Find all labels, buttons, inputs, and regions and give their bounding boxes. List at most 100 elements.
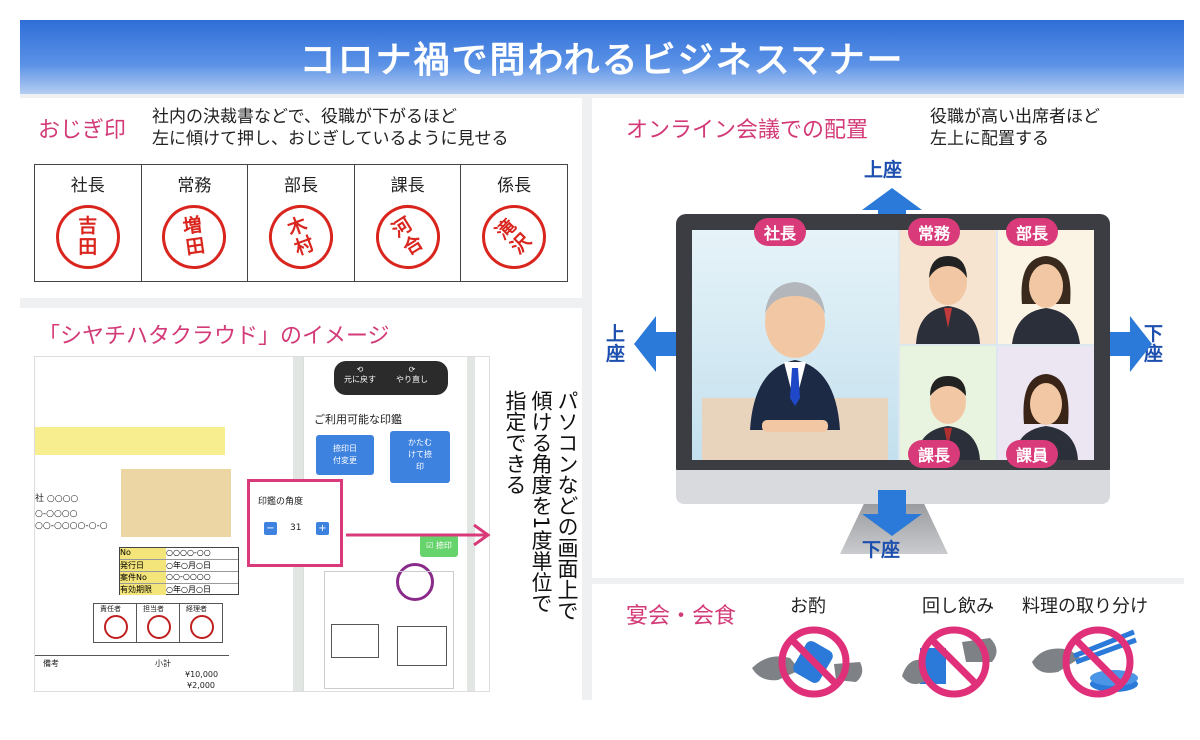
- side-scrollbar[interactable]: [467, 357, 475, 691]
- title-banner: コロナ禍で問われるビジネスマナー: [20, 20, 1184, 94]
- banquet-item: 料理の取り分け: [1022, 596, 1148, 617]
- seat-char: 上: [606, 323, 626, 345]
- seal-stamp: 滝沢: [468, 191, 560, 283]
- amount: ¥10,000: [185, 670, 219, 679]
- angle-label: 印鑑の角度: [258, 497, 304, 507]
- label-president: 社長: [754, 218, 807, 246]
- preview-box: [397, 626, 447, 666]
- ojigi-desc-line1: 社内の決裁書などで、役職が下がるほど: [152, 107, 457, 127]
- stamp-preview: [396, 563, 434, 601]
- seat-char: 座: [1144, 343, 1164, 365]
- shachihata-panel: 「シヤチハタクラウド」のイメージ 社 ○○○○ ○-○○○○ ○○-○○○○-○…: [20, 308, 582, 700]
- doc-table-label: 案件No: [120, 572, 166, 583]
- meeting-desc-line1: 役職が高い出席者ほど: [930, 107, 1100, 127]
- president-figure: [702, 282, 888, 460]
- app-screenshot: 社 ○○○○ ○-○○○○ ○○-○○○○-○-○ No○○○○-○○ 発行日○…: [34, 356, 490, 692]
- btn-line: かたむ: [408, 438, 432, 447]
- arrow-up-icon: [862, 188, 922, 234]
- seal-date-button[interactable]: 捺印日付変更: [316, 435, 374, 475]
- vertical-caption-line: 指定できる: [503, 390, 527, 495]
- video-pane-president: [692, 230, 898, 460]
- btn-line: 捺印日: [333, 444, 357, 453]
- label-director: 常務: [908, 218, 961, 246]
- ojigi-panel: おじぎ印 社内の決裁書などで、役職が下がるほど 左に傾けて押し、おじぎしているよ…: [20, 98, 582, 298]
- stamp-role: 課長: [390, 176, 425, 196]
- seat-char: 座: [606, 343, 626, 365]
- redo-button[interactable]: ⟳やり直し: [396, 365, 428, 385]
- stamp-role: 部長: [283, 176, 318, 196]
- monitor: 社長 常務 部長 課長 課員: [676, 214, 1110, 478]
- doc-company: 社 ○○○○: [35, 494, 79, 504]
- doc-table-value: ○年○月○日: [166, 561, 211, 570]
- seal-stamp: 吉田: [55, 205, 120, 269]
- undo-redo-bar: ⟲元に戻す ⟳やり直し: [334, 361, 448, 395]
- seat-top-label: 上座: [864, 159, 903, 181]
- no-pouring-icon: [752, 626, 863, 698]
- doc-line1: ○-○○○○: [35, 509, 78, 519]
- arrow-down-icon: [862, 490, 922, 536]
- amount: ¥2,000: [187, 681, 215, 690]
- stamp-role: 常務: [177, 176, 212, 196]
- redo-label: やり直し: [396, 375, 428, 384]
- arrow-right-icon: [1106, 316, 1152, 372]
- seat-left-label: 上座: [606, 324, 625, 364]
- approver-label: 責任者: [100, 605, 121, 613]
- seat-right-label: 下座: [1144, 324, 1163, 364]
- doc-highlight-bar: [35, 427, 225, 455]
- meeting-desc-line2: 左上に配置する: [930, 129, 1049, 149]
- mini-seal: [104, 615, 128, 639]
- apply-seal-button[interactable]: ☑ 捺印: [420, 535, 458, 557]
- doc-image-placeholder: [121, 469, 231, 537]
- label-staff: 課員: [1006, 440, 1059, 468]
- seal-char: 田: [78, 236, 98, 258]
- undo-button[interactable]: ⟲元に戻す: [344, 365, 376, 385]
- stamp-table: 社長 吉田 常務 増田 部長 木村 課長 河合 係長 滝沢: [34, 164, 568, 283]
- angle-value[interactable]: 31: [290, 523, 302, 533]
- btn-line: 付変更: [333, 456, 357, 465]
- doc-table-value: ○○-○○○○: [166, 572, 211, 581]
- stamp-role: 社長: [70, 176, 105, 196]
- seal-stamp: 増田: [158, 200, 231, 274]
- page-title: コロナ禍で問われるビジネスマナー: [299, 40, 905, 81]
- banquet-item: 回し飲み: [922, 596, 994, 617]
- meeting-title: オンライン会議での配置: [626, 118, 869, 143]
- preview-box: [331, 624, 379, 658]
- tilt-seal-button[interactable]: かたむけて捺印: [390, 431, 450, 483]
- banquet-title: 宴会・会食: [626, 604, 737, 629]
- seat-bottom-label: 下座: [862, 539, 901, 561]
- ojigi-title: おじぎ印: [38, 118, 127, 143]
- video-pane-manager: [998, 230, 1094, 344]
- stamp-cell: 部長 木村: [248, 165, 355, 281]
- stamp-cell: 常務 増田: [142, 165, 249, 281]
- angle-minus-button[interactable]: −: [264, 522, 277, 535]
- doc-info-table: No○○○○-○○ 発行日○年○月○日 案件No○○-○○○○ 有効期限○年○月…: [119, 547, 239, 595]
- footer-left: 備考: [43, 659, 59, 668]
- stamp-role: 係長: [497, 176, 532, 196]
- seal-char: 村: [291, 232, 318, 260]
- banquet-panel: 宴会・会食 お酌 回し飲み 料理の取り分け: [592, 584, 1184, 700]
- no-sharing-cup-icon: [902, 626, 997, 698]
- doc-table-value: ○○○○-○○: [166, 548, 211, 557]
- available-seals-label: ご利用可能な印鑑: [314, 413, 402, 426]
- angle-plus-button[interactable]: +: [316, 522, 329, 535]
- doc-line2: ○○-○○○○-○-○: [35, 521, 108, 531]
- label-section-chief: 課長: [908, 440, 961, 468]
- doc-preview: [324, 571, 454, 689]
- doc-table-label: No: [120, 548, 166, 559]
- video-pane-director: [900, 230, 996, 344]
- stamp-cell: 課長 河合: [355, 165, 462, 282]
- doc-table-label: 有効期限: [120, 584, 166, 595]
- doc-footer-table: 備考 小計 ¥10,000 ¥2,000: [35, 655, 229, 691]
- seal-stamp: 河合: [363, 192, 452, 282]
- undo-label: 元に戻す: [344, 375, 376, 384]
- approver-label: 担当者: [143, 605, 164, 613]
- vertical-caption: パソコンなどの画面上で 傾ける角度を1度単位で 指定できる: [502, 390, 580, 690]
- undo-icon: ⟲: [356, 365, 364, 374]
- manager-figure: [1012, 256, 1080, 344]
- seat-char: 下: [1144, 323, 1164, 345]
- btn-line: けて捺: [408, 450, 432, 459]
- monitor-screen: [692, 230, 1094, 460]
- callout-arrow: [346, 523, 491, 547]
- ojigi-desc-line2: 左に傾けて押し、おじぎしているように見せる: [152, 129, 509, 149]
- meeting-panel: オンライン会議での配置 役職が高い出席者ほど 左上に配置する 上座 上座 下座: [592, 98, 1184, 578]
